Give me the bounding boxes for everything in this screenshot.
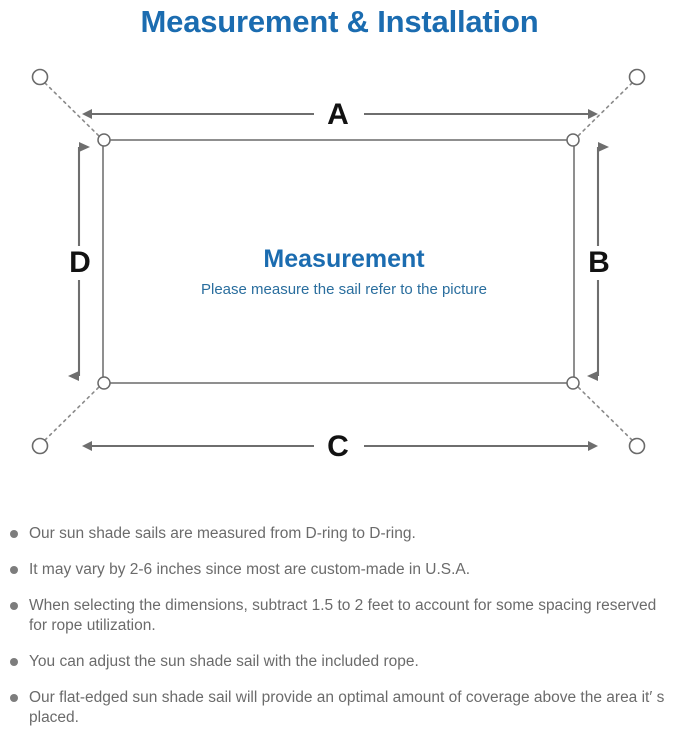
d-ring-bottom-right <box>566 376 580 390</box>
dimension-label-d: D <box>69 246 91 279</box>
list-item: Our flat-edged sun shade sail will provi… <box>0 688 679 728</box>
d-ring-bottom-left <box>97 376 111 390</box>
rope-bottom-right <box>576 385 633 441</box>
d-rings <box>97 133 580 390</box>
measurement-diagram: A C D B Measurement Please measure the s… <box>0 46 679 516</box>
d-ring-top-left <box>97 133 111 147</box>
dimension-label-c: C <box>327 430 349 463</box>
list-item: You can adjust the sun shade sail with t… <box>0 652 679 672</box>
note-text: When selecting the dimensions, subtract … <box>29 597 657 634</box>
bullet-icon <box>10 602 18 610</box>
note-text: It may vary by 2-6 inches since most are… <box>29 561 471 578</box>
diagram-center-heading: Measurement <box>263 245 425 273</box>
list-item: Our sun shade sails are measured from D-… <box>0 524 679 544</box>
list-item: It may vary by 2-6 inches since most are… <box>0 560 679 580</box>
anchor-point-top-left <box>31 68 49 86</box>
rope-top-left <box>44 82 101 138</box>
notes-list: Our sun shade sails are measured from D-… <box>0 524 679 728</box>
rope-lines <box>44 82 633 441</box>
note-text: You can adjust the sun shade sail with t… <box>29 653 419 670</box>
anchor-point-bottom-left <box>31 437 49 455</box>
rope-bottom-left <box>44 385 101 441</box>
note-text: Our sun shade sails are measured from D-… <box>29 525 416 542</box>
dimension-label-b: B <box>588 246 610 279</box>
bullet-icon <box>10 694 18 702</box>
dimension-label-a: A <box>327 98 349 131</box>
rope-top-right <box>576 82 633 138</box>
list-item: When selecting the dimensions, subtract … <box>0 596 679 636</box>
page-title: Measurement & Installation <box>140 4 539 39</box>
anchor-points <box>31 68 646 455</box>
anchor-point-bottom-right <box>628 437 646 455</box>
bullet-icon <box>10 566 18 574</box>
diagram-center-subtext: Please measure the sail refer to the pic… <box>201 281 487 298</box>
d-ring-top-right <box>566 133 580 147</box>
bullet-icon <box>10 530 18 538</box>
sail-outline <box>102 139 575 384</box>
anchor-point-top-right <box>628 68 646 86</box>
note-text: Our flat-edged sun shade sail will provi… <box>29 689 665 726</box>
bullet-icon <box>10 658 18 666</box>
